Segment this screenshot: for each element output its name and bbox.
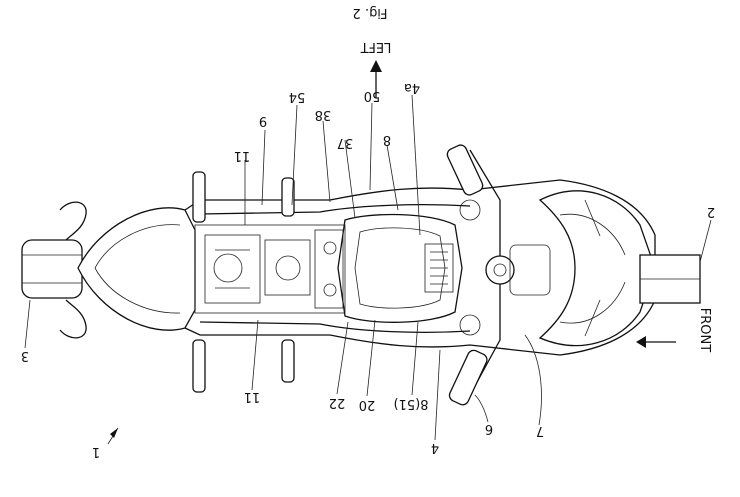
- front-direction-arrow: [636, 336, 676, 348]
- ref-4: 4: [431, 440, 439, 455]
- ref-3: 3: [21, 348, 29, 363]
- ref-50: 50: [364, 88, 381, 103]
- motorcycle-body: [22, 143, 700, 407]
- ref-2: 2: [707, 204, 715, 219]
- figure-title: Fig. 2: [353, 5, 388, 20]
- ref-7: 7: [536, 423, 544, 438]
- front-direction-label: FRONT: [697, 308, 712, 352]
- ref-11-top: 11: [234, 148, 251, 163]
- ref-38: 38: [315, 107, 332, 122]
- ref-54: 54: [289, 89, 306, 104]
- ref-11-bottom: 11: [244, 389, 261, 404]
- ref-6: 6: [485, 421, 493, 436]
- ref-8: 8: [383, 132, 391, 147]
- left-direction-label: LEFT: [361, 39, 392, 54]
- ref-37: 37: [337, 135, 354, 150]
- ref-1: 1: [92, 444, 100, 459]
- ref-22: 22: [329, 395, 346, 410]
- ref-9: 9: [259, 113, 267, 128]
- ref-20: 20: [359, 397, 376, 412]
- ref-4a: 4a: [404, 80, 420, 95]
- ref-8-51: 8(51): [394, 396, 429, 411]
